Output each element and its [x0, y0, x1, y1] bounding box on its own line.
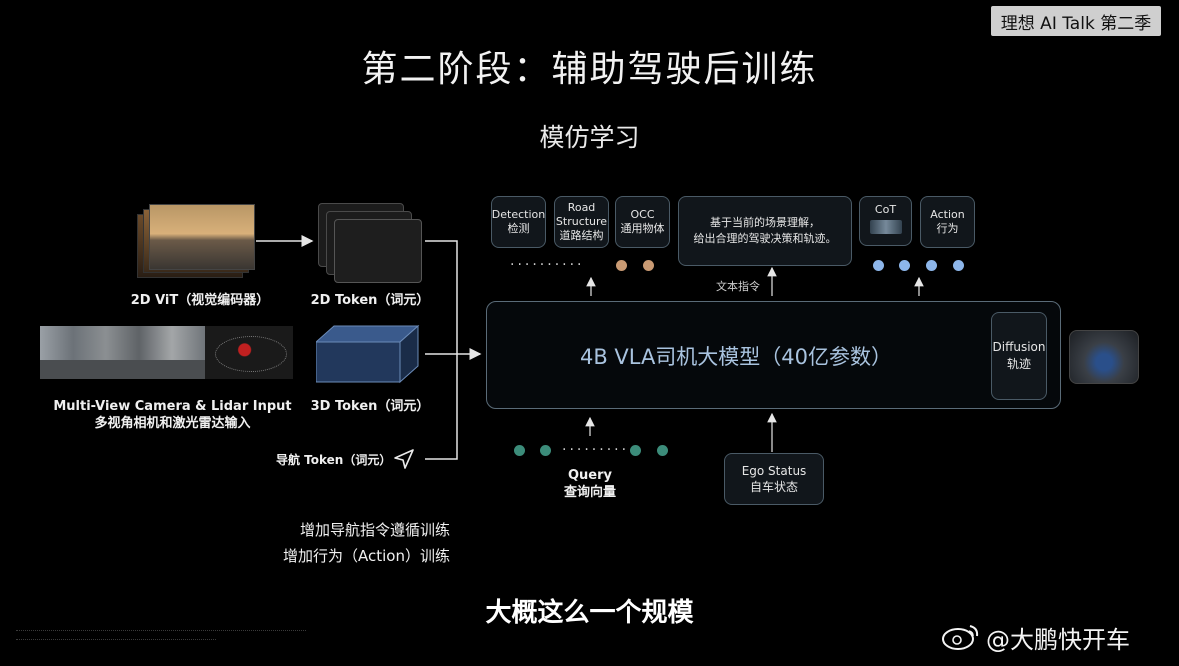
series-badge: 理想 AI Talk 第二季	[991, 6, 1161, 36]
query-dots-ellipsis: ·········	[562, 442, 630, 458]
action-box: Action 行为	[920, 196, 975, 248]
action-dot	[926, 260, 937, 271]
ego-status-box: Ego Status 自车状态	[724, 453, 824, 505]
footnote	[16, 628, 316, 644]
diffusion-box: Diffusion 轨迹	[991, 312, 1047, 400]
scene-understanding-box: 基于当前的场景理解， 给出合理的驾驶决策和轨迹。	[678, 196, 852, 266]
output-dot	[643, 260, 654, 271]
road-structure-box: Road Structure 道路结构	[554, 196, 609, 248]
camera-caption-en: Multi-View Camera & Lidar Input	[53, 399, 292, 414]
cot-box: CoT	[859, 196, 912, 246]
detection-box: Detection 检测	[491, 196, 546, 248]
action-dot	[899, 260, 910, 271]
trajectory-render-image	[1069, 330, 1139, 384]
token-3d-label: 3D Token（词元）	[310, 399, 430, 414]
action-dot	[953, 260, 964, 271]
occ-box: OCC 通用物体	[615, 196, 670, 248]
note-navigation-training: 增加导航指令遵循训练	[299, 521, 450, 539]
output-dots-ellipsis: ··········	[510, 257, 585, 273]
note-action-training: 增加行为（Action）训练	[283, 547, 450, 565]
output-dot	[616, 260, 627, 271]
text-command-label: 文本指令	[716, 280, 760, 293]
query-dot	[514, 445, 525, 456]
vla-model-label: 4B VLA司机大模型（40亿参数）	[579, 345, 893, 369]
query-dot	[630, 445, 641, 456]
page-title: 第二阶段：辅助驾驶后训练	[361, 49, 818, 90]
section-subtitle: 模仿学习	[539, 123, 640, 152]
token-3d-cube	[316, 324, 420, 384]
video-subtitle: 大概这么一个规模	[485, 598, 694, 628]
camera-image-stack	[137, 202, 255, 278]
token-nav-label: 导航 Token（词元）	[276, 453, 392, 467]
weibo-icon	[942, 625, 979, 650]
vla-model-box	[486, 301, 1061, 409]
multiview-camera-strip	[40, 326, 205, 379]
query-dot	[657, 445, 668, 456]
lidar-image	[205, 326, 293, 379]
token-2d-stack	[318, 203, 423, 283]
camera-caption-zh: 多视角相机和激光雷达输入	[94, 416, 251, 431]
query-dot	[540, 445, 551, 456]
vit-caption: 2D ViT（视觉编码器）	[130, 293, 270, 308]
watermark-text: @大鹏快开车	[986, 626, 1130, 654]
token-2d-label: 2D Token（词元）	[310, 293, 430, 308]
action-dot	[873, 260, 884, 271]
navigation-arrow-icon	[394, 449, 414, 469]
cot-waveform	[869, 220, 902, 234]
query-label: Query 查询向量	[563, 468, 616, 500]
